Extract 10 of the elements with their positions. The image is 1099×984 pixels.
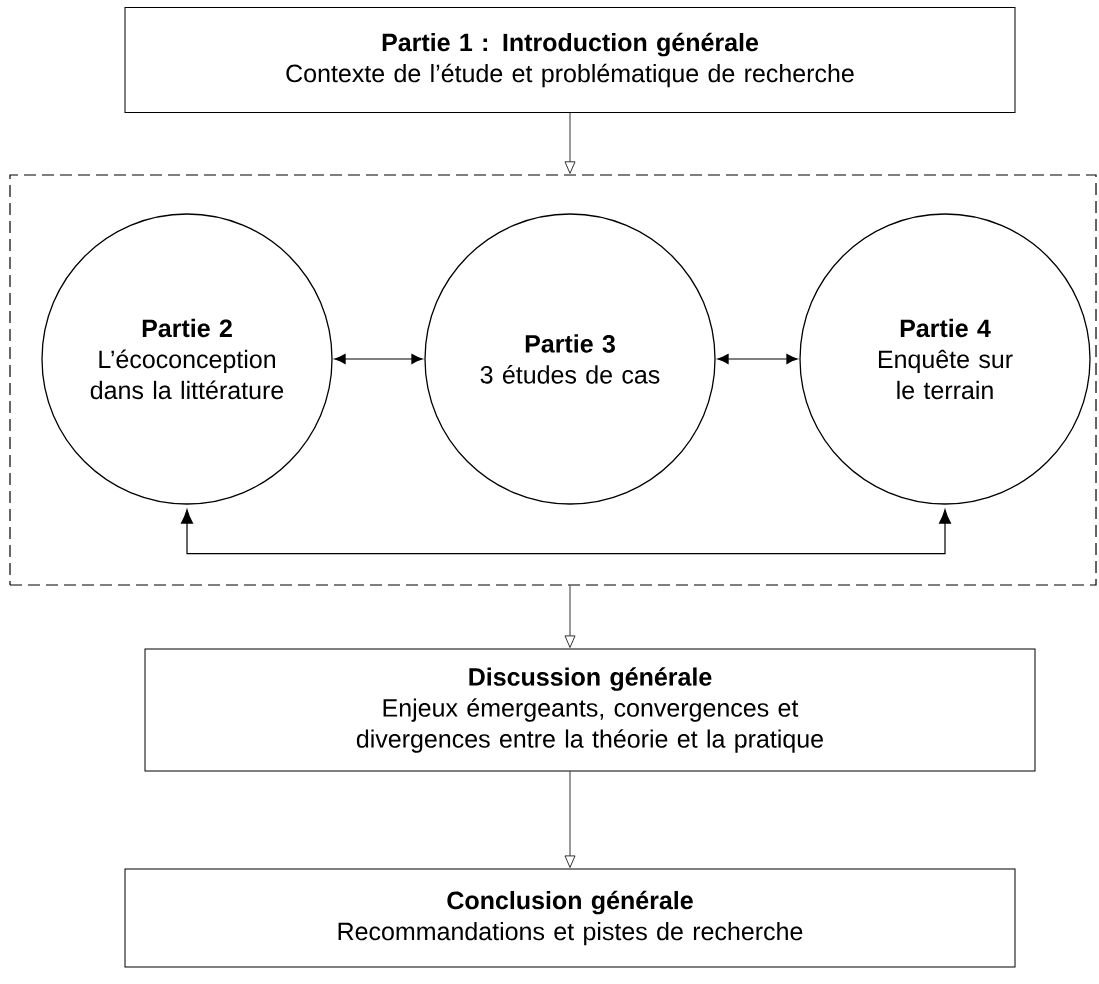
arrow: [717, 354, 798, 364]
arrow: [564, 112, 576, 174]
process-box: Partie 1 : Introduction générale Contexte de l’étude et problématique de recherche: [124, 7, 1016, 113]
dashed-group-frame: [9, 174, 1097, 586]
process-box: Conclusion générale Recommandations et pistes de recherche: [124, 868, 1016, 968]
arrow: [564, 771, 576, 868]
arrow: [564, 585, 576, 648]
arrow: [181, 509, 951, 555]
process-box: Discussion générale Enjeux émergeants, convergences et divergences entre la théorie et la pratique: [144, 648, 1036, 772]
arrow: [334, 354, 423, 364]
